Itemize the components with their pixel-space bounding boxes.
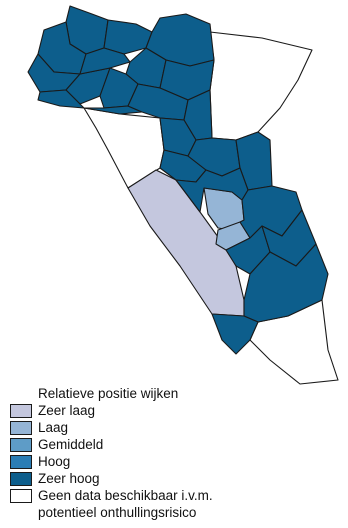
legend-swatch (10, 404, 32, 418)
legend-title: Relatieve positie wijken (38, 386, 179, 401)
district-nodata-northeast[interactable] (209, 31, 313, 141)
legend-label: Geen data beschikbaar i.v.m. (38, 488, 213, 503)
legend-item-laag: Laag (10, 420, 344, 436)
legend-swatch (10, 455, 32, 469)
legend-label: Gemiddeld (38, 437, 104, 452)
legend-label: Laag (38, 420, 69, 435)
legend-item-nodata: Geen data beschikbaar i.v.m. potentieel … (10, 488, 344, 522)
legend-swatch (10, 472, 32, 486)
legend-label-continued: potentieel onthullingsrisico (38, 505, 197, 520)
legend-label: Zeer hoog (38, 471, 100, 486)
legend-item-zeer-hoog: Zeer hoog (10, 471, 344, 487)
district-zeer-laag[interactable] (127, 169, 245, 317)
legend-swatch (10, 438, 32, 452)
legend-swatch (10, 421, 32, 435)
legend-swatch (10, 489, 32, 503)
district-map (27, 5, 339, 385)
legend-item-hoog: Hoog (10, 454, 344, 470)
district-zeer-hoog-24[interactable] (211, 313, 259, 355)
district-zeer-hoog-23[interactable] (243, 243, 329, 323)
legend-label: Zeer laag (38, 403, 96, 418)
legend-item-zeer-laag: Zeer laag (10, 403, 344, 419)
legend-label: Hoog (38, 454, 71, 469)
legend-item-gemiddeld: Gemiddeld (10, 437, 344, 453)
